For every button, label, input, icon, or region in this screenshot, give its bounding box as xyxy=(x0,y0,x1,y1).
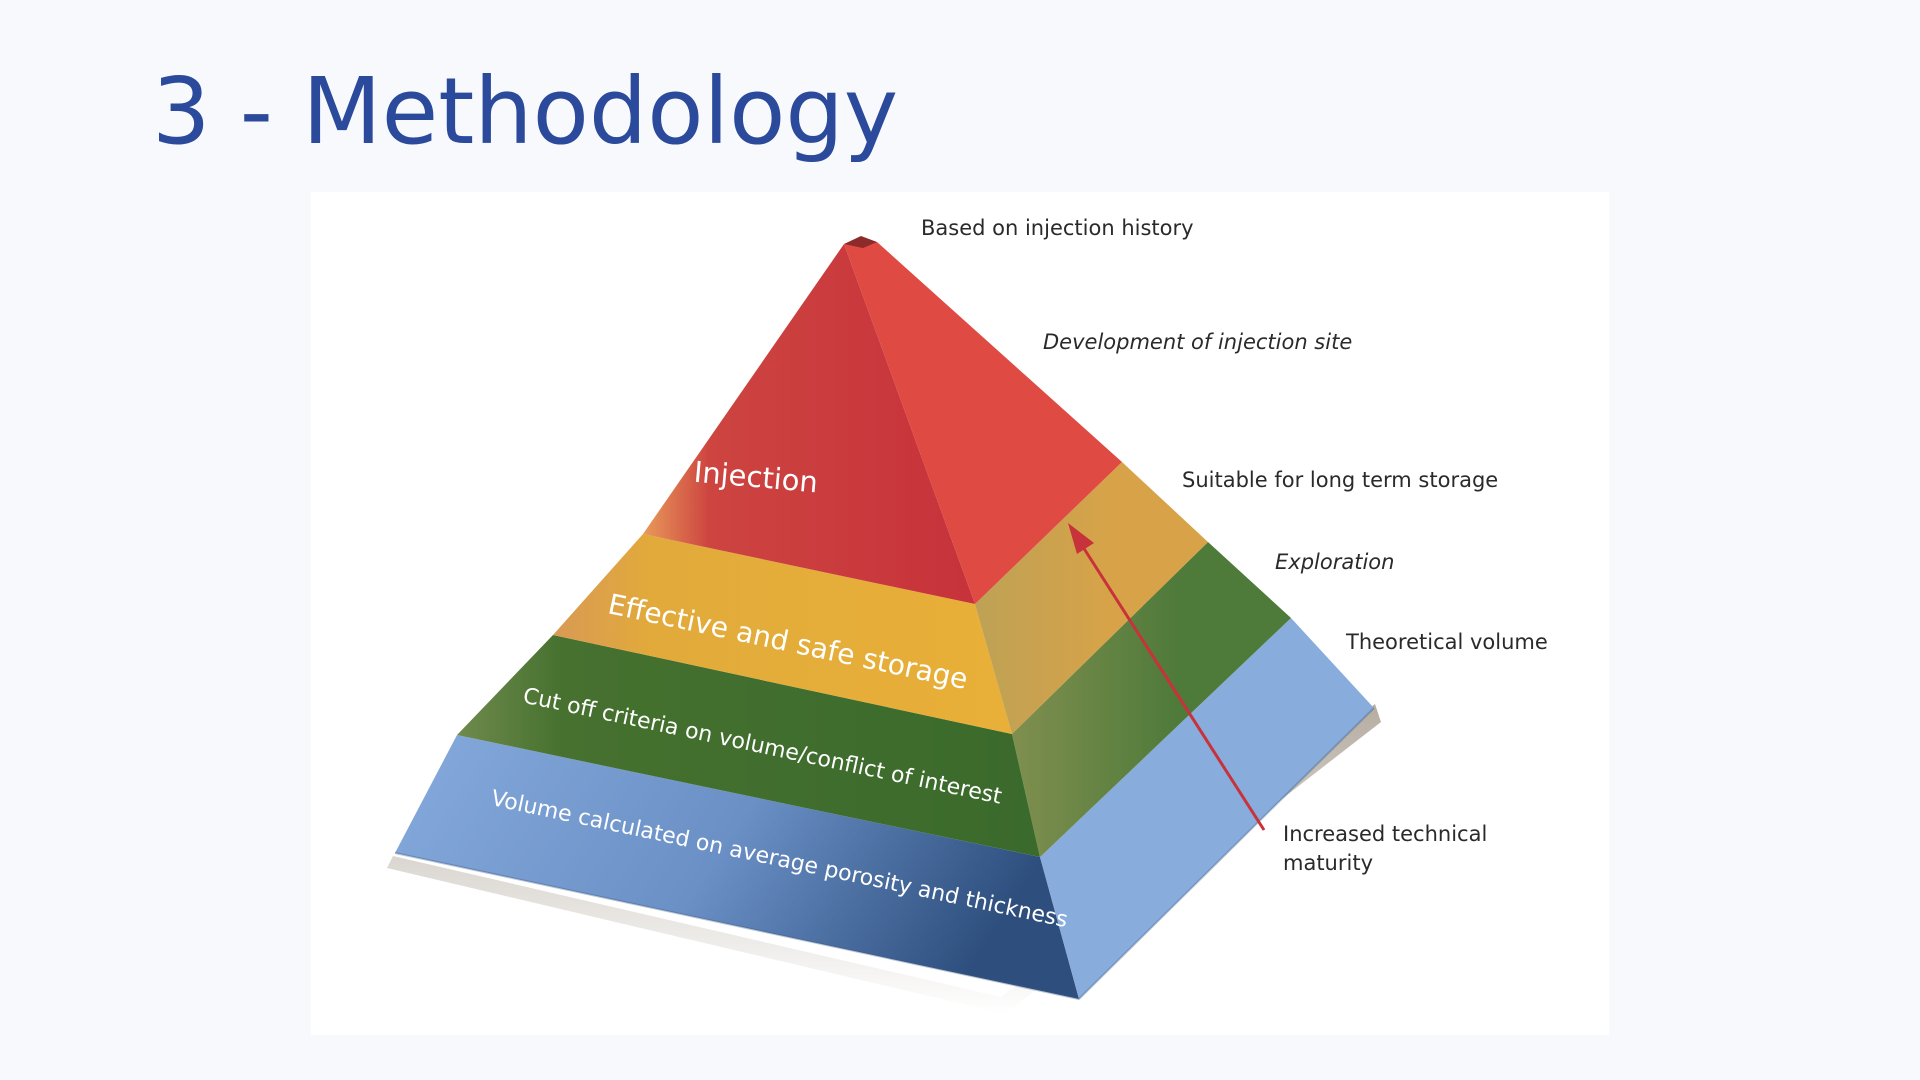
side-label-development: Development of injection site xyxy=(1043,330,1353,354)
maturity-arrow-head xyxy=(1068,523,1094,554)
layer-injection-front xyxy=(643,244,975,604)
maturity-arrow-shaft xyxy=(1081,546,1266,831)
side-label-theoretical-volume: Theoretical volume xyxy=(1346,630,1548,654)
layer-cutoff-side-blend xyxy=(1012,542,1291,857)
layer-volume-front xyxy=(395,735,1079,999)
side-label-exploration: Exploration xyxy=(1275,550,1395,574)
layer-storage-side-blend xyxy=(975,462,1208,734)
slide-title: 3 - Methodology xyxy=(152,58,899,165)
arrow-label-line-1: Increased technical xyxy=(1283,822,1488,846)
pyramid-apex xyxy=(844,236,877,248)
pyramid-diagram: Injection Effective and safe storage Cut… xyxy=(387,236,1381,1014)
pyramid-edge xyxy=(394,707,1375,1001)
side-label-long-term-storage: Suitable for long term storage xyxy=(1182,468,1499,492)
layer-storage-front xyxy=(553,534,1012,734)
pyramid-figure: Injection Effective and safe storage Cut… xyxy=(311,192,1609,1035)
layer-injection-side xyxy=(844,242,1122,604)
arrow-label-line-2: maturity xyxy=(1283,851,1373,875)
layer-cutoff-front xyxy=(457,635,1040,857)
layer-volume-side xyxy=(1040,618,1374,999)
side-label-injection-history: Based on injection history xyxy=(921,216,1194,240)
